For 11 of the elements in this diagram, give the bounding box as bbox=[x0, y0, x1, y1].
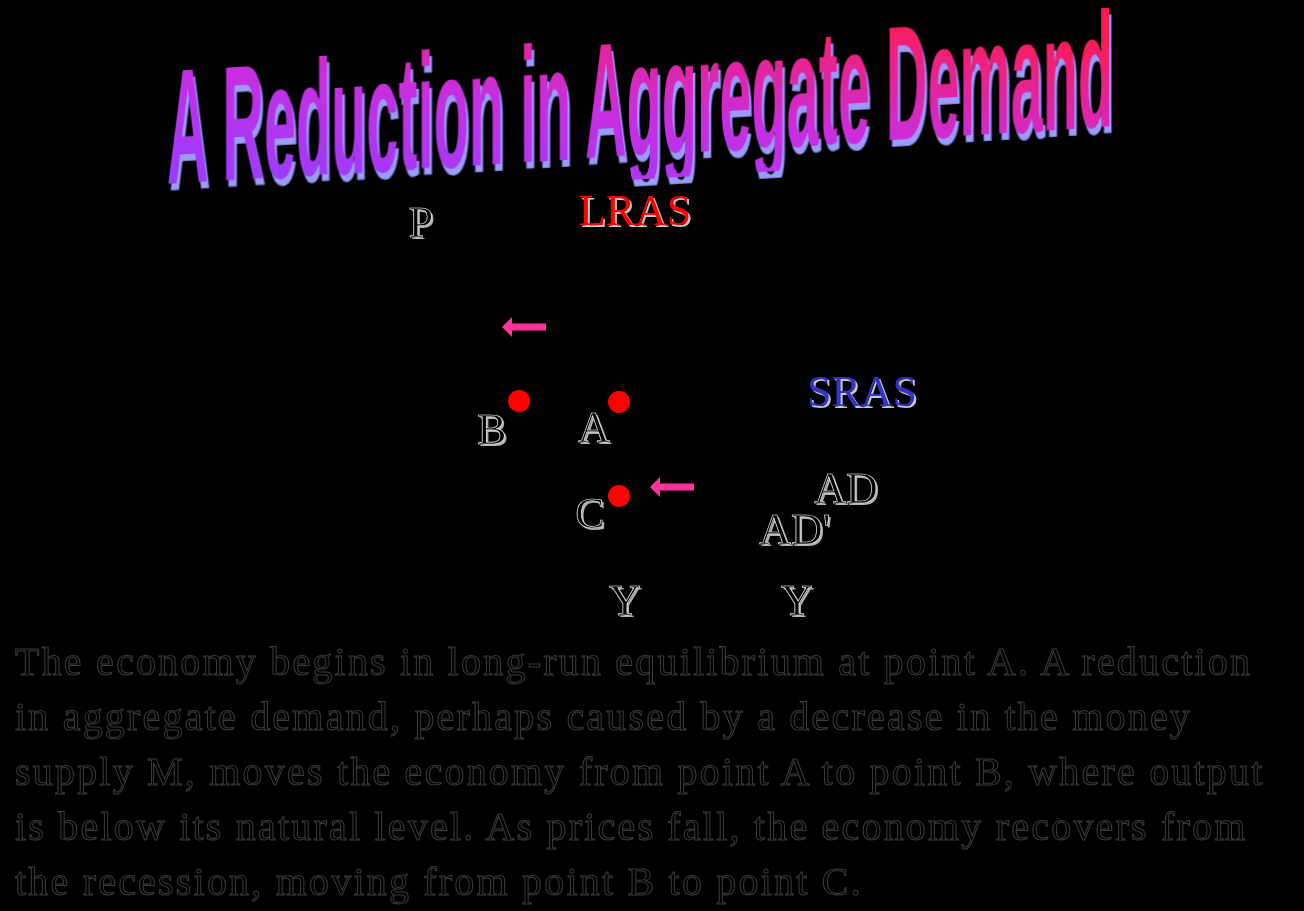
curve-label: AD' bbox=[759, 508, 831, 552]
point-label: A bbox=[578, 406, 610, 450]
axis-label: Y bbox=[609, 579, 641, 623]
curve-label: SRAS bbox=[806, 370, 918, 414]
point-label: C bbox=[575, 492, 605, 536]
curve-label: AD bbox=[814, 467, 878, 511]
point-label: B bbox=[477, 408, 507, 452]
curve-label: LRAS bbox=[578, 189, 692, 233]
axis-label: Y bbox=[781, 579, 813, 623]
caption-paragraph: The economy begins in long-run equilibrium at point A. A reduction in aggregate demand, perhaps caused by a decrease in the money supply M, moves the economy from point A to point B, where output is below its natural level. As prices fall, the economy recovers from the recession, moving from point B to point C. bbox=[15, 638, 1266, 907]
axis-label: P bbox=[408, 201, 434, 245]
